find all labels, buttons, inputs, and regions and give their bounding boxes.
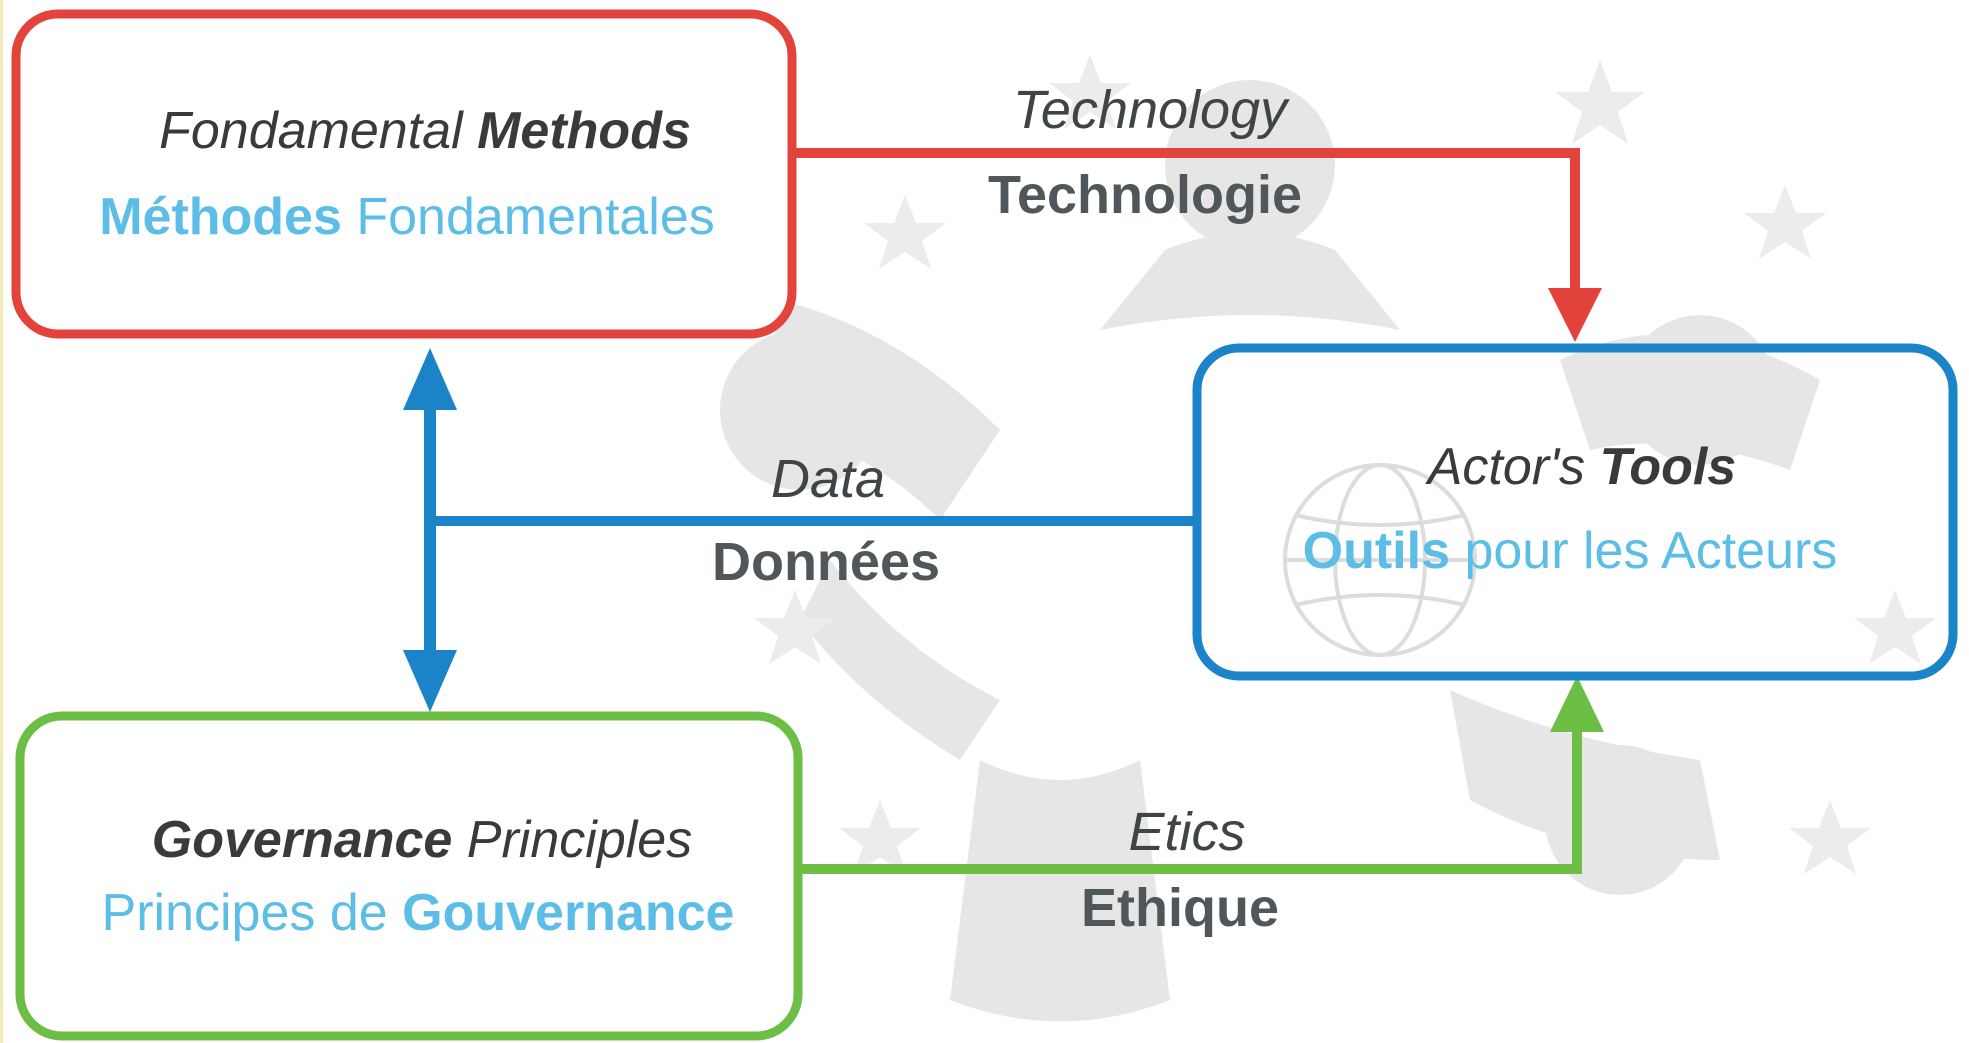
watermark-arm-left (800, 560, 1000, 760)
star-icon (1789, 800, 1871, 874)
watermark-head-top (1165, 80, 1335, 250)
connector-data (403, 348, 1195, 712)
star-icon (864, 195, 946, 269)
watermark-body-left (760, 300, 1000, 520)
node-methods-title-fr: Méthodes Fondamentales (99, 188, 715, 246)
node-governance: Governance Principles Principes de Gouve… (15, 711, 803, 1041)
connector-ethics (800, 676, 1604, 874)
star-icon (839, 800, 921, 874)
arrowhead-down-icon (403, 650, 457, 712)
edge-ethics-label-fr: Ethique (1081, 878, 1279, 938)
star-icon (1744, 185, 1826, 259)
star-icon (754, 590, 836, 664)
edge-data-label-fr: Données (712, 532, 940, 592)
node-tools-box (1192, 343, 1958, 681)
node-methods-box (11, 9, 797, 339)
node-governance-box (15, 711, 803, 1041)
star-icon (1854, 590, 1936, 664)
left-edge-strip (0, 0, 3, 1043)
watermark-body-top (1100, 232, 1400, 330)
edge-data-label-en: Data (771, 449, 885, 509)
people-circle-stars-watermark (720, 80, 1820, 1022)
edge-ethics-label-en: Etics (1128, 802, 1245, 862)
star-icon (1555, 60, 1645, 144)
watermark-body-bottom (950, 760, 1170, 1022)
node-tools: Actor's Tools Outils pour les Acteurs (1192, 343, 1958, 681)
arrowhead-down-icon (1548, 288, 1602, 342)
edge-technology-label-fr: Technologie (988, 165, 1302, 225)
node-tools-title-en: Actor's Tools (1425, 438, 1736, 496)
arrowhead-up-icon (1550, 676, 1604, 732)
connector-technology-line (790, 148, 1580, 290)
node-methods: Fondamental Methods Méthodes Fondamental… (11, 9, 797, 339)
watermark-globe (1283, 463, 1477, 657)
star-icon (1049, 55, 1131, 129)
node-governance-title-fr: Principes de Gouvernance (102, 884, 735, 942)
node-tools-title-fr: Outils pour les Acteurs (1303, 522, 1838, 580)
arrowhead-up-icon (403, 348, 457, 410)
watermark-body-right (1560, 334, 1820, 470)
node-governance-title-en: Governance Principles (152, 811, 692, 869)
watermark-body-bottom-right (1450, 690, 1720, 860)
connector-ethics-line (800, 728, 1582, 874)
edge-technology-label-en: Technology (1013, 80, 1290, 140)
watermark-stars (754, 55, 1936, 874)
connector-technology (790, 148, 1602, 342)
node-methods-title-en: Fondamental Methods (159, 102, 691, 160)
